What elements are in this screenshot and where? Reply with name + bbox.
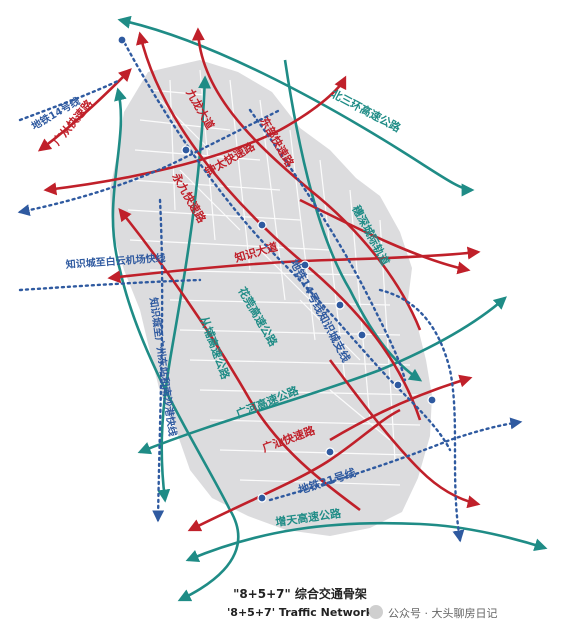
east-rail — [378, 288, 465, 543]
road-guangshan-east — [329, 374, 473, 442]
road-zengtian — [185, 521, 548, 563]
road-beisan — [117, 15, 475, 197]
airport-line — [18, 278, 202, 292]
road-zhishi — [107, 246, 481, 284]
footer-title-cn: "8+5+7" 综合交通骨架 — [233, 586, 367, 601]
gaoxin-rail — [248, 108, 407, 382]
metro-line-14 — [17, 108, 282, 216]
label-beisan: 北三环高速公路 — [329, 86, 404, 135]
watermark-text: 公众号 · 大头聊房日记 — [388, 606, 498, 620]
stations — [117, 35, 437, 503]
wechat-logo-icon — [369, 605, 383, 619]
road-southeast — [328, 359, 481, 509]
metro-line-14-north — [18, 78, 122, 122]
road-east-loop — [299, 198, 471, 275]
gz-east-line — [152, 198, 165, 523]
footer-title-en: '8+5+7' Traffic Network — [227, 606, 374, 619]
metro-line-14-branch — [120, 36, 452, 452]
road-guanghe — [137, 296, 507, 455]
